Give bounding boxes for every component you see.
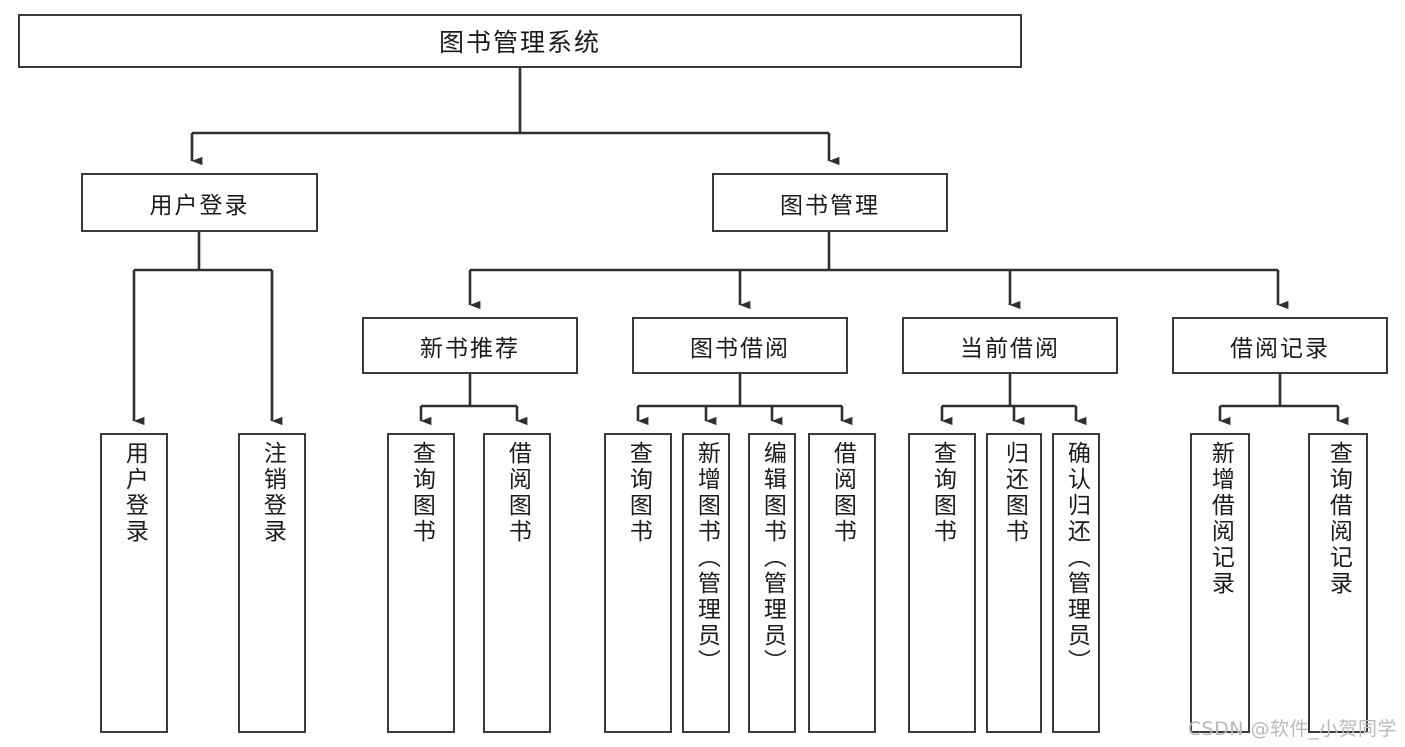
leaf-query-book-borrow-label: 查询图书 <box>625 441 652 545</box>
node-user-login-label: 用户登录 <box>149 192 250 219</box>
leaf-borrow-book-newbook-label: 借阅图书 <box>504 441 531 545</box>
node-root-label: 图书管理系统 <box>438 28 601 57</box>
node-borrow-record[interactable]: 借阅记录 <box>1172 317 1388 374</box>
node-root[interactable]: 图书管理系统 <box>18 14 1022 68</box>
leaf-add-book-admin[interactable]: 新增图书（管理员） <box>682 433 730 733</box>
leaf-logout-label: 注销登录 <box>259 441 286 545</box>
leaf-query-book-borrow[interactable]: 查询图书 <box>604 433 672 733</box>
leaf-query-book-current[interactable]: 查询图书 <box>908 433 976 733</box>
leaf-confirm-return-admin-label: 确认归还（管理员） <box>1063 441 1090 675</box>
node-new-book-recommend-label: 新书推荐 <box>420 335 520 362</box>
leaf-add-borrow-record[interactable]: 新增借阅记录 <box>1190 433 1250 733</box>
leaf-add-book-admin-label: 新增图书（管理员） <box>693 441 720 675</box>
leaf-borrow-book[interactable]: 借阅图书 <box>808 433 876 733</box>
leaf-edit-book-admin-label: 编辑图书（管理员） <box>759 441 786 675</box>
leaf-return-book[interactable]: 归还图书 <box>986 433 1042 733</box>
node-book-management-label: 图书管理 <box>780 192 880 219</box>
leaf-borrow-book-label: 借阅图书 <box>829 441 856 545</box>
leaf-query-borrow-record-label: 查询借阅记录 <box>1325 441 1352 597</box>
leaf-confirm-return-admin[interactable]: 确认归还（管理员） <box>1052 433 1100 733</box>
leaf-return-book-label: 归还图书 <box>1001 441 1028 545</box>
leaf-logout[interactable]: 注销登录 <box>238 433 306 733</box>
leaf-user-login-label: 用户登录 <box>121 441 148 545</box>
node-user-login[interactable]: 用户登录 <box>81 173 318 232</box>
leaf-query-book-newbook-label: 查询图书 <box>408 441 435 545</box>
node-borrow-record-label: 借阅记录 <box>1230 335 1330 362</box>
leaf-query-borrow-record[interactable]: 查询借阅记录 <box>1308 433 1368 733</box>
leaf-add-borrow-record-label: 新增借阅记录 <box>1207 441 1234 597</box>
node-book-borrow-label: 图书借阅 <box>690 335 790 362</box>
node-book-management[interactable]: 图书管理 <box>712 173 948 232</box>
node-book-borrow[interactable]: 图书借阅 <box>632 317 848 374</box>
node-new-book-recommend[interactable]: 新书推荐 <box>362 317 578 374</box>
leaf-user-login[interactable]: 用户登录 <box>100 433 168 733</box>
watermark: CSDN @软件_小贺同学 <box>1187 718 1397 740</box>
leaf-query-book-current-label: 查询图书 <box>929 441 956 545</box>
leaf-borrow-book-newbook[interactable]: 借阅图书 <box>483 433 551 733</box>
leaf-edit-book-admin[interactable]: 编辑图书（管理员） <box>748 433 796 733</box>
leaf-query-book-newbook[interactable]: 查询图书 <box>387 433 455 733</box>
node-current-borrow[interactable]: 当前借阅 <box>902 317 1118 374</box>
node-current-borrow-label: 当前借阅 <box>960 335 1060 362</box>
